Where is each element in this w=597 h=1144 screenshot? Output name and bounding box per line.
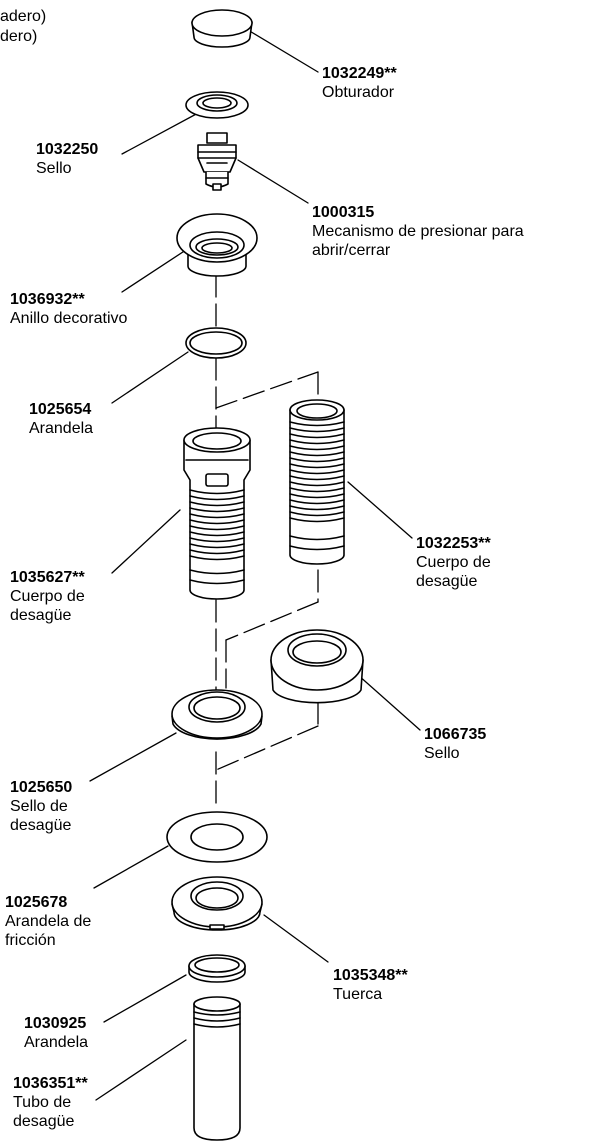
nut-part [171, 876, 263, 931]
drain-seal-part [171, 689, 263, 740]
part-name: Cuerpo de desagüe [416, 554, 491, 590]
drain-body-right-part [289, 399, 345, 565]
part-number: 1025650 [10, 779, 73, 796]
part-name: Anillo decorativo [10, 310, 128, 327]
part-label-1025650: 1025650 Sello de desagüe [10, 778, 100, 835]
part-name: Sello [424, 745, 460, 762]
part-name: Arandela de fricción [5, 913, 92, 949]
seal-part [185, 91, 249, 119]
part-name: Mecanismo de presionar para abrir/cerrar [312, 223, 524, 259]
part-label-1032250: 1032250 Sello [36, 140, 98, 178]
part-name: Cuerpo de desagüe [10, 588, 85, 624]
part-number: 1036351** [13, 1075, 88, 1092]
washer-part [185, 327, 247, 359]
part-label-1030925: 1030925 Arandela [24, 1014, 88, 1052]
part-name: Arandela [24, 1034, 89, 1051]
part-label-1025654: 1025654 Arandela [29, 400, 93, 438]
corner-text-line-2: dero) [0, 28, 38, 45]
tail-pipe-part [193, 996, 241, 1141]
part-label-1066735: 1066735 Sello [424, 725, 486, 763]
corner-text-line-1: adero) [0, 8, 47, 25]
drain-body-left-part [183, 427, 251, 600]
part-label-1025678: 1025678 Arandela de fricción [5, 893, 125, 950]
part-number: 1066735 [424, 726, 487, 743]
part-label-1035627: 1035627** Cuerpo de desagüe [10, 568, 120, 625]
seal-right-part [270, 629, 364, 704]
part-number: 1032253** [416, 535, 491, 552]
cap-part [191, 9, 253, 48]
part-name: Tuerca [333, 986, 383, 1003]
part-number: 1000315 [312, 204, 375, 221]
part-name: Arandela [29, 420, 94, 437]
part-name: Sello [36, 160, 72, 177]
push-mechanism-part [197, 132, 237, 191]
assembly-lines [215, 274, 319, 811]
part-number: 1025654 [29, 401, 92, 418]
part-name: Tubo de desagüe [13, 1094, 75, 1130]
part-number: 1036932** [10, 291, 85, 308]
friction-washer-part [166, 811, 268, 863]
part-number: 1035348** [333, 967, 408, 984]
part-number: 1025678 [5, 894, 68, 911]
part-label-1032249: 1032249** Obturador [322, 64, 397, 102]
part-label-1000315: 1000315 Mecanismo de presionar para abri… [312, 203, 592, 260]
part-name: Sello de desagüe [10, 798, 72, 834]
small-washer-part [188, 954, 246, 983]
trim-ring-part [176, 213, 258, 277]
leader-lines [89, 29, 421, 1101]
part-name: Obturador [322, 84, 395, 101]
part-label-1036932: 1036932** Anillo decorativo [10, 290, 127, 328]
part-number: 1032249** [322, 65, 397, 82]
part-label-1032253: 1032253** Cuerpo de desagüe [416, 534, 526, 591]
part-label-1035348: 1035348** Tuerca [333, 966, 408, 1004]
part-number: 1035627** [10, 569, 85, 586]
part-number: 1030925 [24, 1015, 87, 1032]
part-label-1036351: 1036351** Tubo de desagüe [13, 1074, 93, 1131]
part-number: 1032250 [36, 141, 99, 158]
